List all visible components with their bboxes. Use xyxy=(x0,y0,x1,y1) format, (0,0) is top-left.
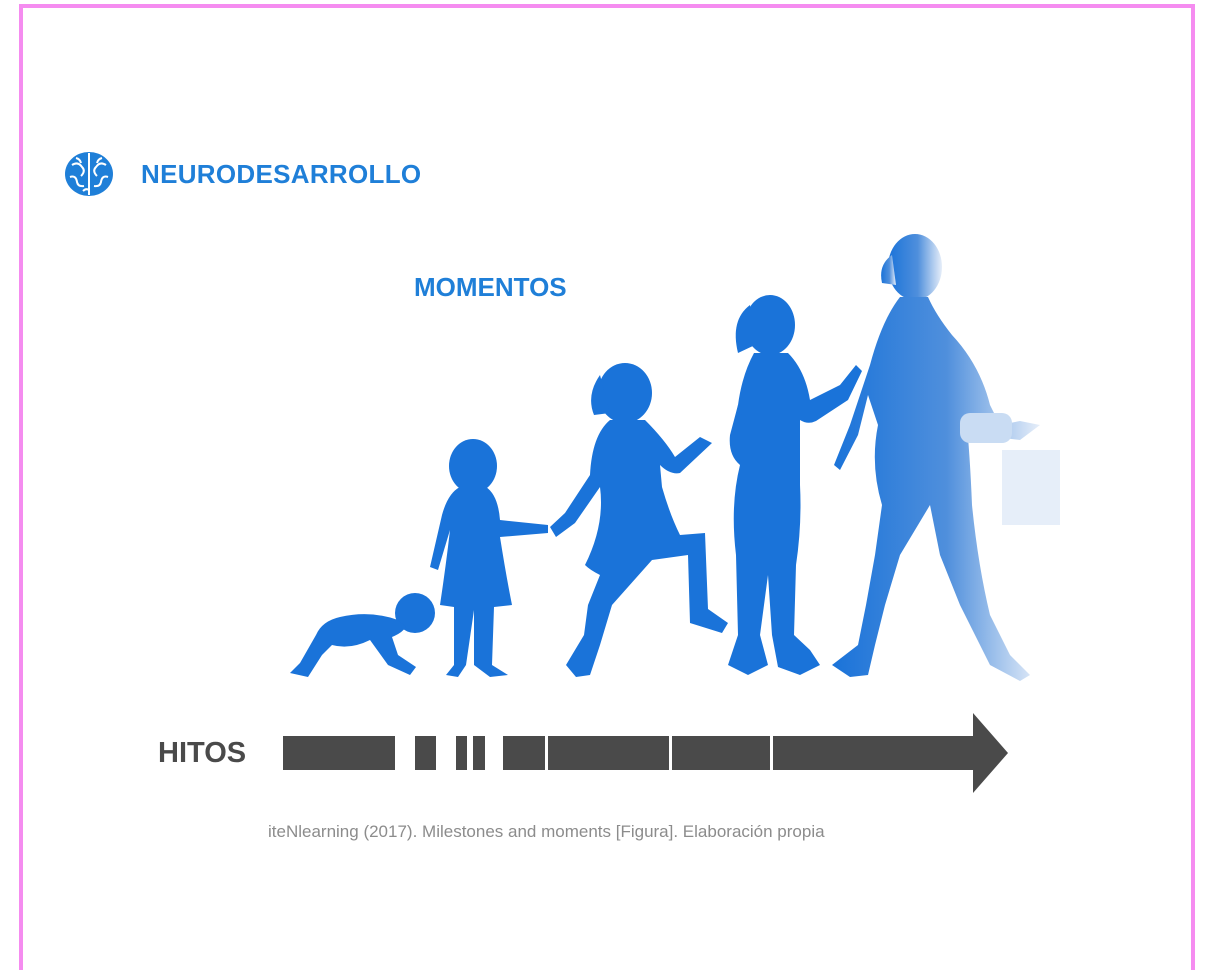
timeline-arrowhead xyxy=(773,713,1008,793)
toddler-silhouette xyxy=(430,439,548,677)
child-running-silhouette xyxy=(550,363,728,677)
page-title: NEURODESARROLLO xyxy=(141,159,421,190)
teen-silhouette xyxy=(728,295,862,675)
brain-icon xyxy=(64,149,114,199)
timeline-segment xyxy=(415,736,436,770)
baby-silhouette xyxy=(290,593,435,677)
timeline-segment xyxy=(503,736,545,770)
header: NEURODESARROLLO xyxy=(64,149,421,199)
timeline-segment xyxy=(672,736,770,770)
timeline-segment xyxy=(456,736,467,770)
timeline-segment xyxy=(283,736,395,770)
image-caption: iteNlearning (2017). Milestones and mome… xyxy=(268,822,825,842)
milestones-label: HITOS xyxy=(158,737,246,770)
timeline-arrow xyxy=(283,713,1013,795)
adult-silhouette xyxy=(832,234,1060,681)
development-stages-illustration xyxy=(260,225,1060,695)
timeline-segment xyxy=(473,736,485,770)
timeline-segment xyxy=(548,736,669,770)
